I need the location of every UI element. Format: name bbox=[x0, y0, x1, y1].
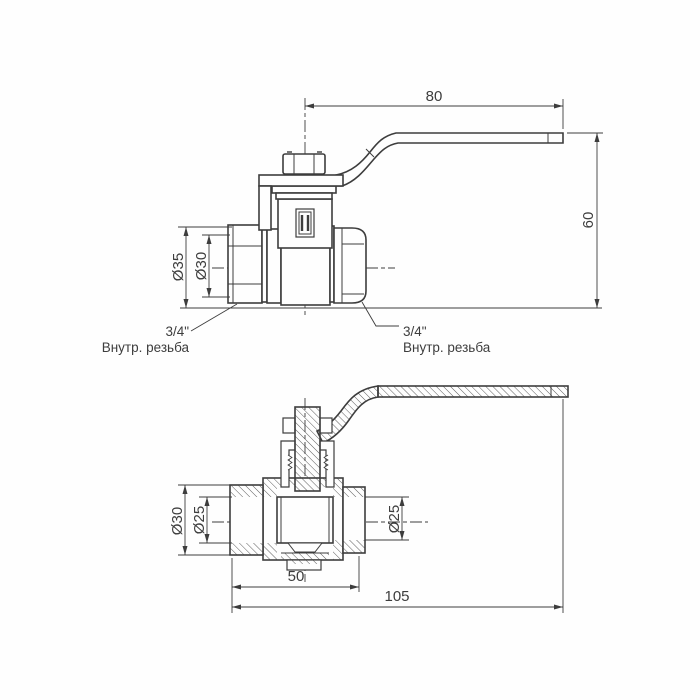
dim-label-outer-diameter-section: Ø30 bbox=[169, 507, 186, 535]
dim-label-body-length: 50 bbox=[288, 568, 305, 585]
section-view-handle bbox=[315, 385, 569, 445]
dim-height: 60 bbox=[567, 132, 603, 308]
side-view-stem-nut bbox=[258, 151, 344, 249]
side-view-handle bbox=[335, 132, 564, 187]
dim-thread-diameter-side: Ø30 bbox=[193, 234, 230, 298]
dim-body-length: 50 bbox=[231, 556, 360, 613]
dim-outer-diameter-side: Ø35 bbox=[170, 226, 232, 308]
label-right-port: 3/4" Внутр. резьба bbox=[361, 301, 491, 355]
left-port-thread-label: Внутр. резьба bbox=[102, 340, 190, 355]
right-port-size-label: 3/4" bbox=[403, 324, 427, 339]
dim-label-overall-length: 105 bbox=[384, 588, 409, 605]
section-view-stem bbox=[294, 406, 321, 492]
section-view-right-port bbox=[342, 486, 366, 554]
right-port-thread-label: Внутр. резьба bbox=[403, 340, 491, 355]
dim-handle-length: 80 bbox=[305, 88, 564, 129]
dim-bore-right: Ø25 bbox=[365, 496, 409, 541]
dim-label-height: 60 bbox=[580, 212, 597, 229]
dim-label-outer-diameter-side: Ø35 bbox=[170, 253, 187, 281]
dim-overall-length: 105 bbox=[232, 399, 564, 613]
label-left-port: 3/4" Внутр. резьба bbox=[102, 303, 238, 355]
dim-bore-left: Ø25 bbox=[191, 496, 232, 544]
left-port-size-label: 3/4" bbox=[165, 324, 189, 339]
side-view: 80 60 Ø35 Ø30 bbox=[102, 88, 603, 355]
section-view: Ø30 Ø25 Ø25 50 bbox=[169, 385, 569, 613]
dim-outer-diameter-section: Ø30 bbox=[169, 484, 230, 556]
dim-label-thread-diameter-side: Ø30 bbox=[193, 252, 210, 280]
dim-label-handle-length: 80 bbox=[426, 88, 443, 105]
dim-label-bore-right: Ø25 bbox=[386, 505, 403, 533]
dim-label-bore-left: Ø25 bbox=[191, 506, 208, 534]
section-view-left-port bbox=[229, 484, 264, 556]
